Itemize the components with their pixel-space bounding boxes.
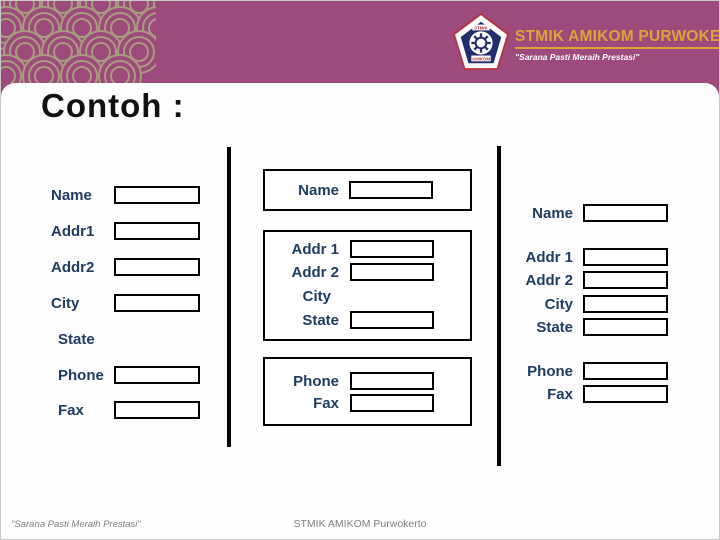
- logo-top-text: STMIK: [474, 25, 488, 30]
- right-phone-field[interactable]: [583, 362, 668, 380]
- right-fax-label: Fax: [547, 386, 573, 403]
- left-city-label: City: [51, 295, 80, 312]
- right-state-field[interactable]: [583, 318, 668, 336]
- left-city-field[interactable]: [114, 294, 200, 312]
- middle-state-field[interactable]: [350, 311, 434, 329]
- left-addr1-field[interactable]: [114, 222, 200, 240]
- left-fax-field[interactable]: [114, 401, 200, 419]
- left-addr1-label: Addr1: [51, 223, 95, 240]
- footer-motto: "Sarana Pasti Meraih Prestasi": [11, 519, 141, 530]
- middle-phone-field[interactable]: [350, 372, 434, 390]
- scallop-pattern-decoration: [1, 1, 156, 83]
- left-addr2-label: Addr2: [51, 259, 95, 276]
- right-name-label: Name: [532, 205, 573, 222]
- right-city-field[interactable]: [583, 295, 668, 313]
- middle-group-contact: [263, 357, 472, 426]
- right-phone-label: Phone: [527, 363, 573, 380]
- middle-fax-field[interactable]: [350, 394, 434, 412]
- left-name-label: Name: [51, 187, 92, 204]
- middle-fax-label: Fax: [313, 395, 339, 412]
- footer-institution: STMIK AMIKOM Purwokerto: [293, 518, 427, 530]
- right-addr2-label: Addr 2: [525, 272, 573, 289]
- middle-state-label: State: [302, 312, 339, 329]
- institution-name: STMIK AMIKOM PURWOKERTO: [515, 28, 719, 49]
- right-fax-field[interactable]: [583, 385, 668, 403]
- middle-addr2-label: Addr 2: [291, 264, 339, 281]
- middle-name-field[interactable]: [349, 181, 433, 199]
- logo-bottom-text: AMIKOM: [472, 56, 490, 61]
- left-name-field[interactable]: [114, 186, 200, 204]
- middle-addr1-field[interactable]: [350, 240, 434, 258]
- middle-city-label: City: [302, 288, 331, 305]
- middle-name-label: Name: [298, 182, 339, 199]
- middle-addr1-label: Addr 1: [291, 241, 339, 258]
- right-addr1-field[interactable]: [583, 248, 668, 266]
- page-title: Contoh :: [41, 87, 185, 124]
- column-divider-2: [497, 146, 501, 466]
- middle-addr2-field[interactable]: [350, 263, 434, 281]
- institution-tagline: "Sarana Pasti Meraih Prestasi": [515, 52, 640, 62]
- left-state-label: State: [58, 331, 95, 348]
- right-addr2-field[interactable]: [583, 271, 668, 289]
- left-phone-label: Phone: [58, 367, 104, 384]
- middle-phone-label: Phone: [293, 373, 339, 390]
- right-city-label: City: [544, 296, 573, 313]
- header-banner: STMIK AMIKOM STMIK AMIKOM PURWOKERTO "Sa…: [1, 1, 719, 97]
- left-phone-field[interactable]: [114, 366, 200, 384]
- left-addr2-field[interactable]: [114, 258, 200, 276]
- brand-block: STMIK AMIKOM PURWOKERTO "Sarana Pasti Me…: [515, 28, 719, 62]
- left-fax-label: Fax: [58, 402, 84, 419]
- stmik-amikom-logo: STMIK AMIKOM: [452, 13, 510, 71]
- right-addr1-label: Addr 1: [525, 249, 573, 266]
- column-divider-1: [227, 147, 231, 447]
- right-name-field[interactable]: [583, 204, 668, 222]
- right-state-label: State: [536, 319, 573, 336]
